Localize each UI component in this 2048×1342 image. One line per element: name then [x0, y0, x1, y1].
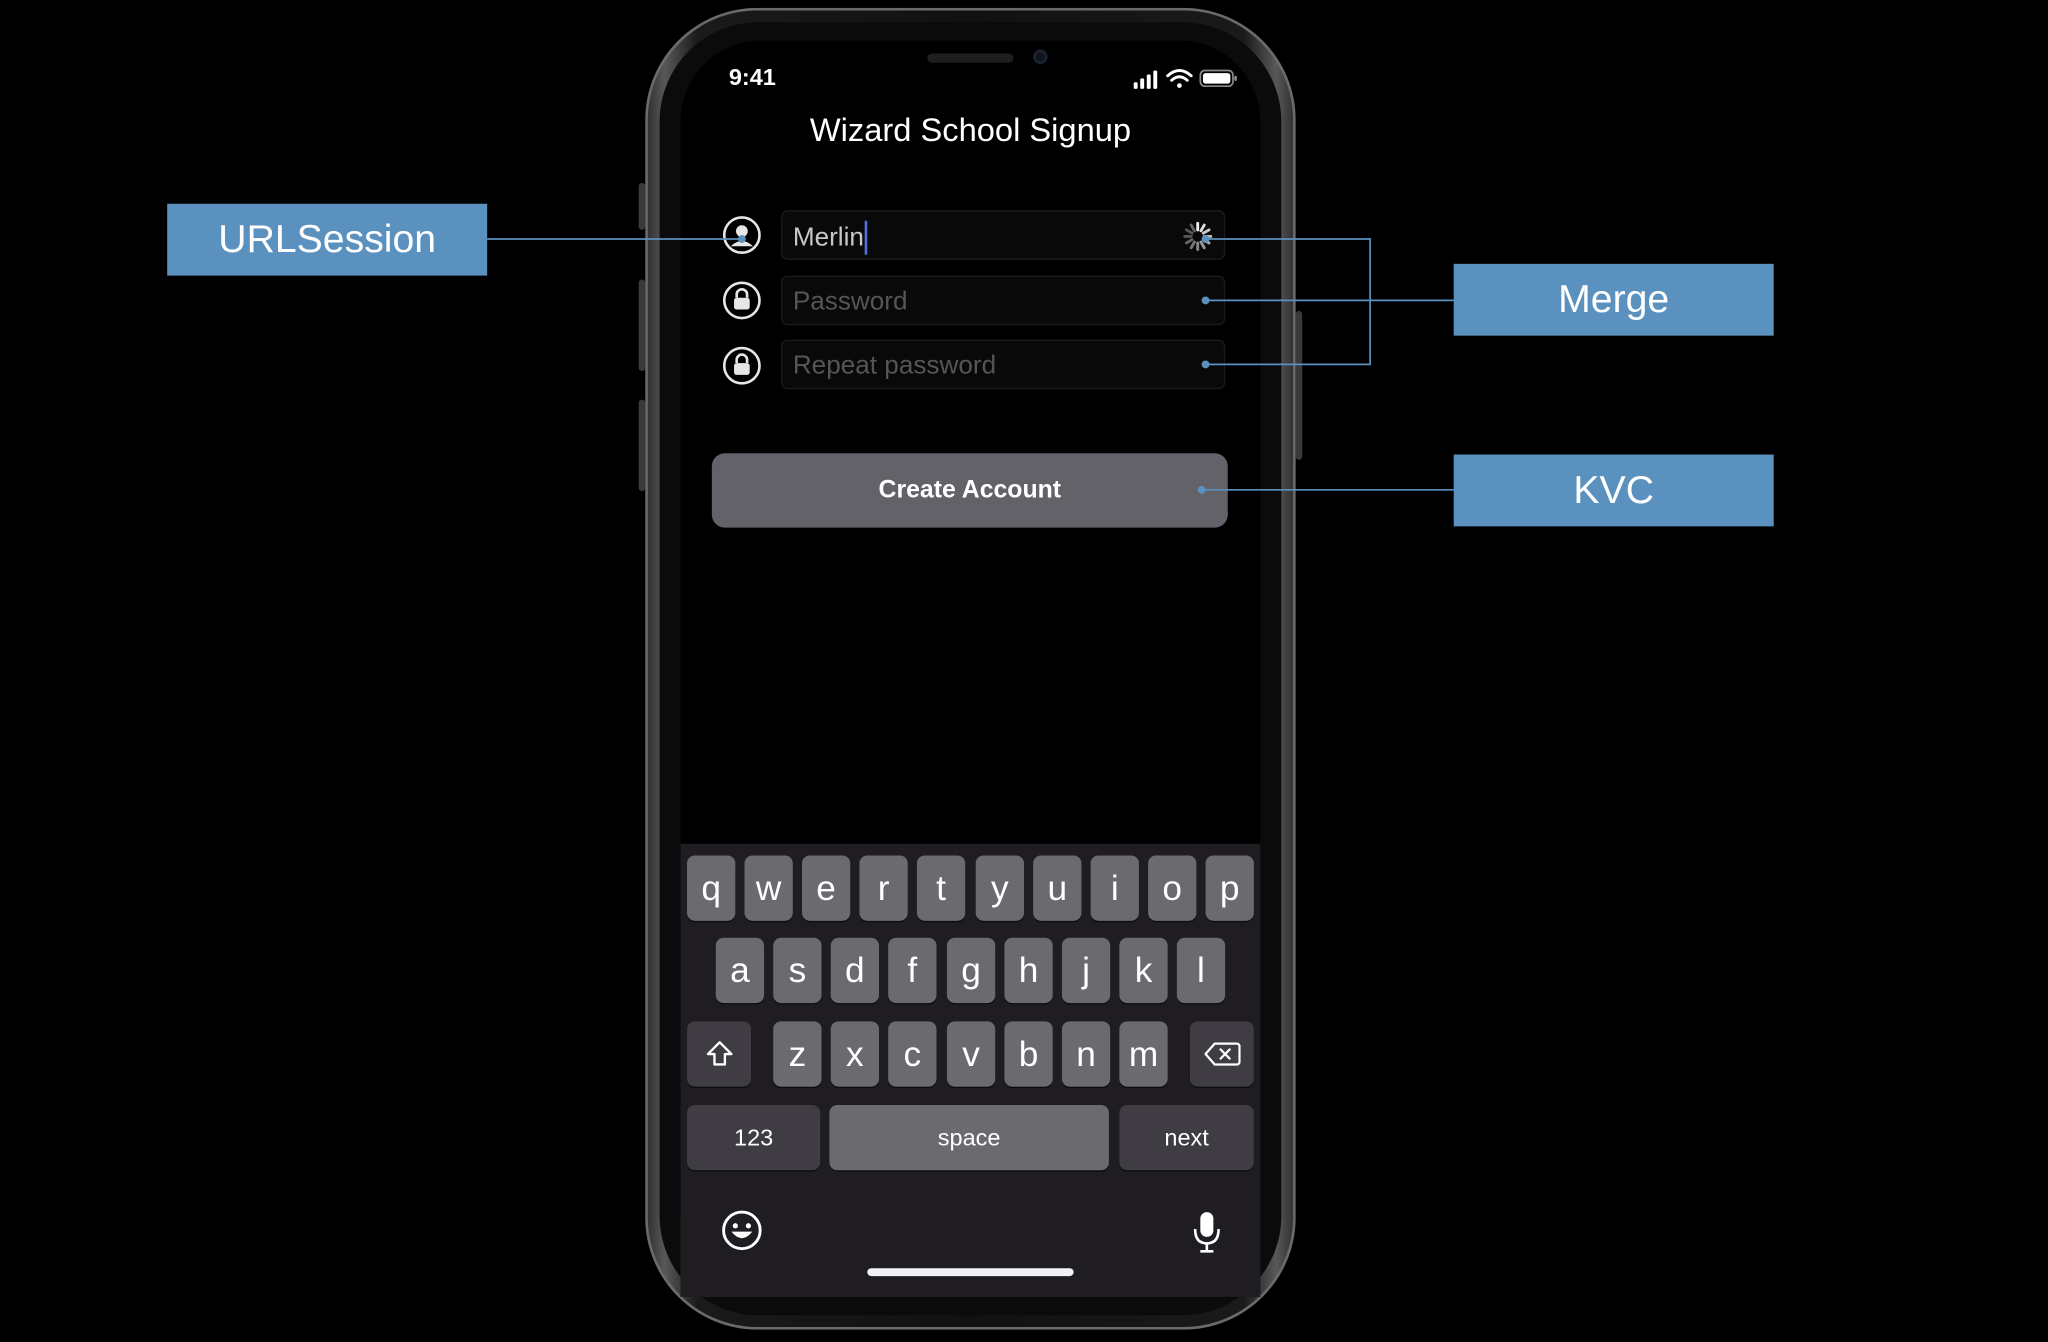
- key-c[interactable]: c: [888, 1021, 937, 1087]
- kvc-callout: KVC: [1453, 454, 1774, 527]
- space-key[interactable]: space: [829, 1104, 1109, 1171]
- numbers-key[interactable]: 123: [687, 1104, 821, 1171]
- key-r[interactable]: r: [859, 855, 908, 921]
- delete-key[interactable]: [1189, 1021, 1254, 1087]
- key-e[interactable]: e: [801, 855, 851, 921]
- key-v[interactable]: v: [946, 1021, 996, 1087]
- key-h[interactable]: h: [1004, 937, 1053, 1004]
- key-x[interactable]: x: [830, 1021, 880, 1087]
- username-value-wrap: Merlin: [792, 220, 868, 255]
- key-a[interactable]: a: [715, 937, 765, 1004]
- password-field[interactable]: Password: [781, 275, 1226, 326]
- key-l[interactable]: l: [1176, 937, 1226, 1004]
- key-g[interactable]: g: [946, 937, 996, 1004]
- password-placeholder: Password: [792, 287, 908, 317]
- loading-spinner-icon: [1183, 221, 1213, 251]
- volume-down-button: [638, 399, 646, 492]
- volume-up-button: [638, 279, 646, 371]
- key-u[interactable]: u: [1033, 855, 1082, 921]
- microphone-icon[interactable]: [1191, 1209, 1222, 1253]
- username-value: Merlin: [792, 222, 864, 252]
- key-p[interactable]: p: [1205, 855, 1254, 921]
- front-camera: [1033, 49, 1048, 64]
- shift-key[interactable]: [687, 1021, 752, 1087]
- repeat-password-placeholder: Repeat password: [792, 351, 997, 381]
- cellular-signal-icon: [1133, 70, 1158, 89]
- key-f[interactable]: f: [888, 937, 937, 1004]
- key-z[interactable]: z: [773, 1021, 822, 1087]
- earpiece-speaker: [927, 53, 1014, 63]
- emoji-icon[interactable]: [721, 1209, 763, 1251]
- key-i[interactable]: i: [1090, 855, 1139, 921]
- home-indicator[interactable]: [867, 1268, 1074, 1277]
- create-account-button[interactable]: Create Account: [711, 453, 1228, 528]
- repeat-password-field[interactable]: Repeat password: [781, 339, 1226, 390]
- status-icons: [1133, 69, 1237, 89]
- next-key[interactable]: next: [1119, 1104, 1254, 1171]
- lock-icon: [722, 281, 761, 320]
- key-y[interactable]: y: [975, 855, 1024, 921]
- merge-callout: Merge: [1453, 263, 1774, 336]
- key-b[interactable]: b: [1004, 1021, 1053, 1087]
- key-q[interactable]: q: [687, 855, 736, 921]
- key-j[interactable]: j: [1061, 937, 1111, 1004]
- lock-icon: [722, 346, 761, 385]
- key-n[interactable]: n: [1061, 1021, 1111, 1087]
- username-field[interactable]: Merlin: [781, 210, 1226, 260]
- battery-icon: [1199, 69, 1237, 88]
- urlsession-callout: URLSession: [167, 203, 488, 276]
- wifi-icon: [1166, 69, 1193, 88]
- key-w[interactable]: w: [744, 855, 793, 921]
- silent-switch: [638, 182, 646, 230]
- shift-icon: [706, 1041, 732, 1066]
- key-o[interactable]: o: [1148, 855, 1197, 921]
- backspace-icon: [1203, 1042, 1240, 1066]
- user-icon: [722, 216, 761, 255]
- text-caret: [865, 220, 868, 255]
- key-t[interactable]: t: [916, 855, 966, 921]
- key-d[interactable]: d: [830, 937, 880, 1004]
- status-time: 9:41: [728, 63, 776, 91]
- key-m[interactable]: m: [1119, 1021, 1168, 1087]
- power-button: [1295, 310, 1303, 460]
- app-title: Wizard School Signup: [809, 112, 1132, 149]
- key-s[interactable]: s: [773, 937, 822, 1004]
- key-k[interactable]: k: [1119, 937, 1168, 1004]
